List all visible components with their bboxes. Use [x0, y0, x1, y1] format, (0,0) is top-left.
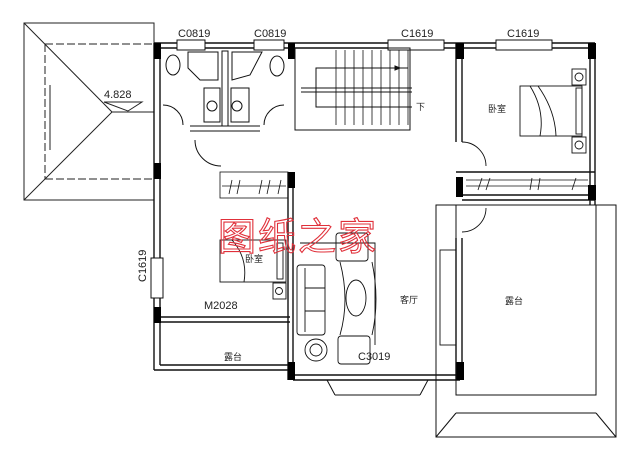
- stair-down-label: 下: [416, 103, 425, 113]
- closet-sw: [219, 171, 289, 199]
- room-terrace-se-label: 露台: [505, 295, 523, 307]
- room-living-label: 客厅: [400, 294, 418, 306]
- door-sw-label: M2028: [204, 300, 238, 312]
- living-furniture: [296, 232, 457, 365]
- terrace-se: [435, 204, 617, 438]
- structural-columns: [154, 43, 596, 380]
- closet-ne: [466, 177, 588, 191]
- bathrooms: [162, 50, 285, 167]
- staircase[interactable]: [294, 47, 412, 131]
- window-stair-label: C1619: [401, 28, 433, 40]
- watermark: 图纸之家: [218, 215, 378, 259]
- window-wc-left-label: C0819: [178, 28, 210, 40]
- room-bedroom-sw-label: 卧室: [245, 253, 263, 265]
- bay-window: [326, 379, 429, 396]
- bed-sw: [219, 239, 287, 300]
- bed-ne: [461, 68, 587, 233]
- room-bedroom-ne-label: 卧室: [488, 103, 506, 115]
- roof-elevation-label: 4.828: [104, 89, 132, 101]
- window-bedroom-ne-label: C1619: [507, 28, 539, 40]
- roof-outline: [23, 22, 155, 201]
- windows-top: [150, 39, 553, 299]
- window-wc-right-label: C0819: [254, 28, 286, 40]
- window-west-label: C1619: [137, 250, 149, 282]
- room-terrace-sw-label: 露台: [224, 351, 242, 363]
- window-living-label: C3019: [358, 351, 390, 363]
